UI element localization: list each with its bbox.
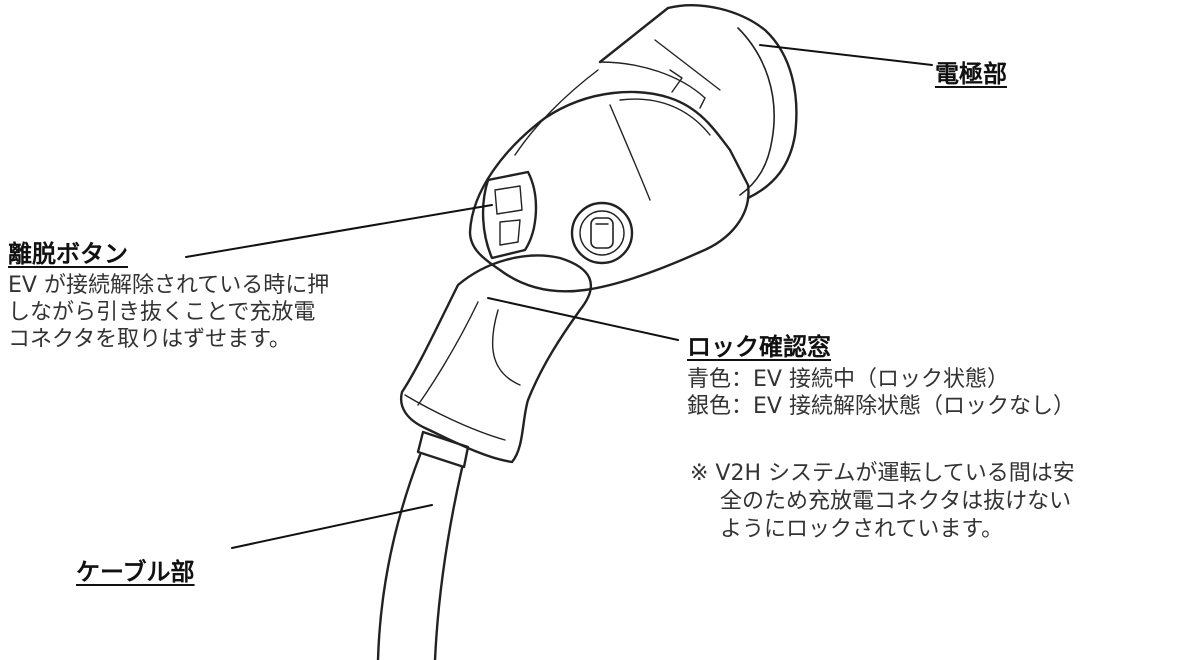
release-desc-line: しながら引き抜くことで充放電	[8, 300, 316, 325]
lock-window	[570, 201, 634, 265]
release-button-description: EV が接続解除されている時に押 しながら引き抜くことで充放電 コネクタを取りは…	[8, 272, 329, 353]
note-line: ようにロックされています。	[720, 517, 1004, 542]
leader-lock-window	[487, 297, 679, 341]
electrode-cylinder	[598, 4, 798, 200]
lock-desc-line: 銀色：EV 接続解除状態（ロックなし）	[687, 394, 1075, 419]
lock-window-description: 青色：EV 接続中（ロック状態） 銀色：EV 接続解除状態（ロックなし）	[687, 366, 1075, 420]
lock-note: ※ V2H システムが運転している間は安 全のため充放電コネクタは抜けない よう…	[690, 460, 1075, 544]
lock-desc-line: 青色：EV 接続中（ロック状態）	[687, 367, 1009, 392]
electrode-label: 電極部	[935, 60, 1007, 88]
leader-electrode	[759, 44, 933, 66]
leader-release	[185, 204, 493, 258]
lock-window-label: ロック確認窓	[687, 333, 831, 361]
cable	[376, 453, 422, 660]
cable-label: ケーブル部	[76, 558, 195, 586]
release-desc-line: コネクタを取りはずせます。	[8, 327, 291, 352]
release-desc-line: EV が接続解除されている時に押	[8, 273, 330, 298]
release-button-label: 離脱ボタン	[8, 240, 128, 268]
note-line: 全のため充放電コネクタは抜けない	[720, 489, 1072, 514]
leader-cable	[231, 504, 433, 549]
connector-handle	[399, 254, 593, 464]
note-line: ※ V2H システムが運転している間は安	[690, 461, 1075, 486]
release-button-body	[481, 170, 538, 260]
